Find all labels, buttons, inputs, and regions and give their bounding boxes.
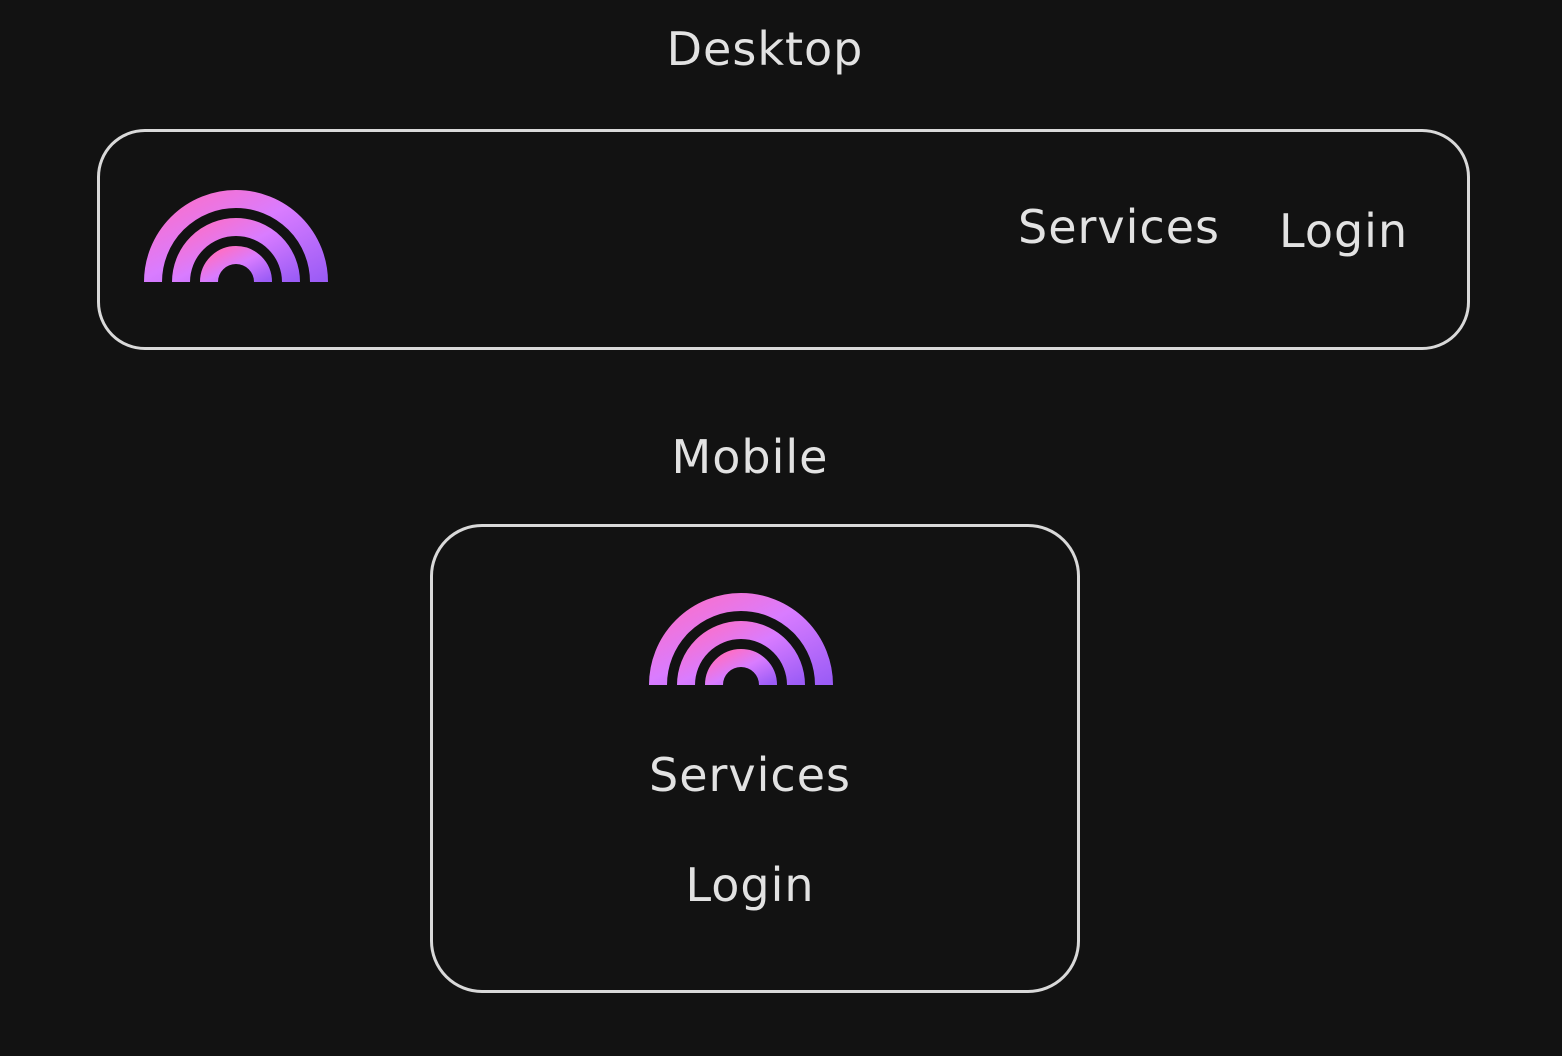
desktop-navbar-frame xyxy=(97,129,1470,350)
mobile-heading: Mobile xyxy=(671,430,829,484)
rainbow-arc-logo-icon[interactable] xyxy=(144,188,328,282)
mobile-navbar-frame xyxy=(430,524,1080,993)
nav-login-link[interactable]: Login xyxy=(1279,204,1409,258)
mobile-nav-login-link[interactable]: Login xyxy=(685,858,815,912)
nav-services-link[interactable]: Services xyxy=(1018,200,1220,254)
mobile-nav-services-link[interactable]: Services xyxy=(649,748,851,802)
desktop-heading: Desktop xyxy=(666,22,864,76)
rainbow-arc-logo-icon[interactable] xyxy=(649,591,833,685)
